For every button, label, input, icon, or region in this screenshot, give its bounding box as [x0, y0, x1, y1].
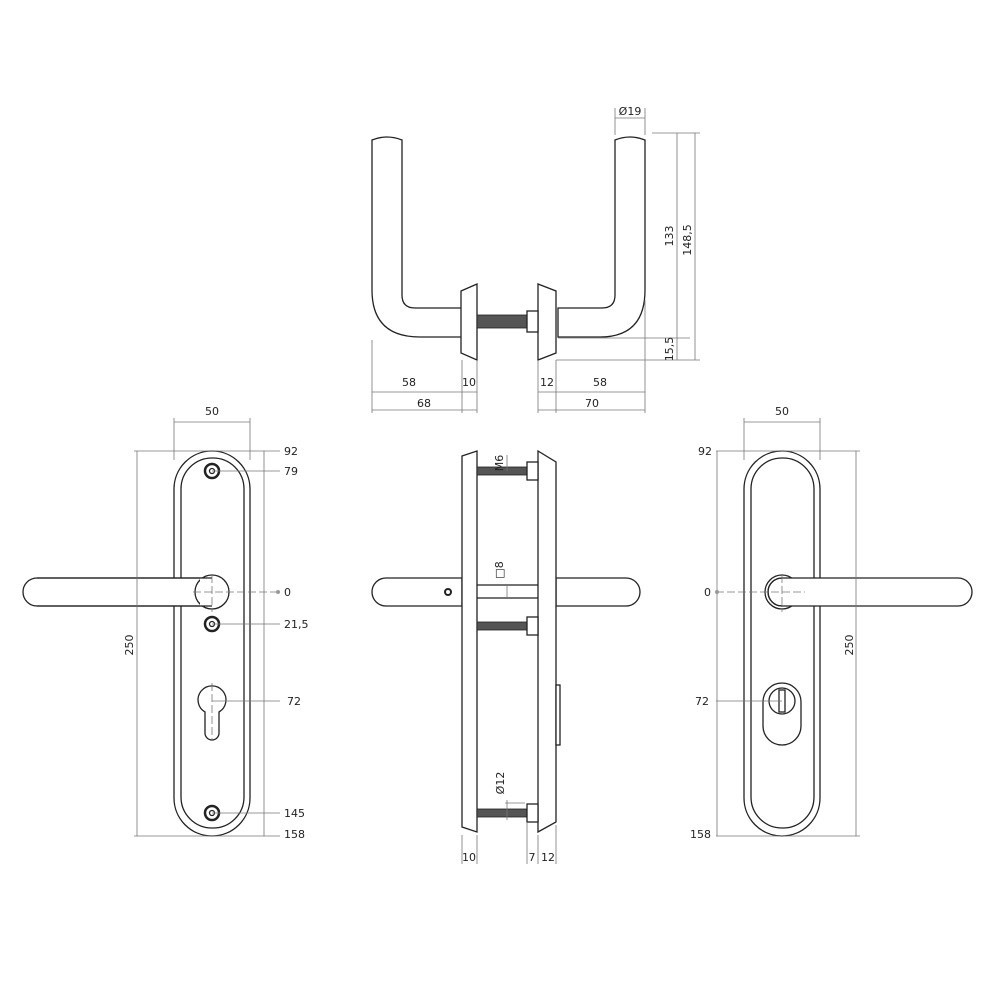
dim-15-5: 15,5	[663, 337, 676, 362]
dim-10: 10	[462, 376, 476, 389]
dim-0: 0	[284, 586, 291, 599]
dim-70: 70	[585, 397, 599, 410]
side-right-lever	[555, 577, 641, 607]
label-m6: M6	[493, 455, 506, 472]
dim-diameter-19: Ø19	[619, 105, 642, 118]
dim-10: 10	[462, 851, 476, 864]
dim-12: 12	[541, 851, 555, 864]
side-view: M6 □8 Ø12 10 7 12	[371, 449, 641, 864]
dim-158: 158	[284, 828, 305, 841]
dim-133: 133	[663, 226, 676, 247]
right-plate-view: 50 92 0 72 158 250	[690, 405, 973, 841]
dim-21-5: 21,5	[284, 618, 309, 631]
dim-68: 68	[417, 397, 431, 410]
side-left-lever	[371, 577, 463, 607]
dim-50: 50	[775, 405, 789, 418]
keyhole	[197, 685, 227, 741]
right-handle	[557, 136, 646, 338]
label-diameter-12: Ø12	[494, 772, 507, 795]
dim-92: 92	[284, 445, 298, 458]
dim-58-right: 58	[593, 376, 607, 389]
dim-50: 50	[205, 405, 219, 418]
dim-72: 72	[287, 695, 301, 708]
dim-58-left: 58	[402, 376, 416, 389]
dim-145: 145	[284, 807, 305, 820]
dim-92: 92	[698, 445, 712, 458]
dim-148-5: 148,5	[681, 224, 694, 256]
label-square-8: □8	[493, 561, 506, 578]
dim-0: 0	[704, 586, 711, 599]
top-view-handles: 58 10 68 12 58 70 Ø19 133 148,5 15,5	[371, 105, 700, 413]
threaded-rod	[476, 314, 528, 329]
left-handle	[371, 136, 463, 338]
dim-7: 7	[529, 851, 536, 864]
cylinder-escutcheon	[762, 682, 802, 746]
nut	[526, 310, 539, 333]
left-lever	[22, 577, 213, 607]
right-rosette	[537, 283, 557, 361]
left-plate-view: 50 92 79 0 21,5 72 145 158 250	[22, 405, 309, 841]
dim-79: 79	[284, 465, 298, 478]
dim-158: 158	[690, 828, 711, 841]
dim-12: 12	[540, 376, 554, 389]
dim-72: 72	[695, 695, 709, 708]
dim-250: 250	[843, 635, 856, 656]
left-rosette	[460, 283, 478, 361]
dim-250: 250	[123, 635, 136, 656]
